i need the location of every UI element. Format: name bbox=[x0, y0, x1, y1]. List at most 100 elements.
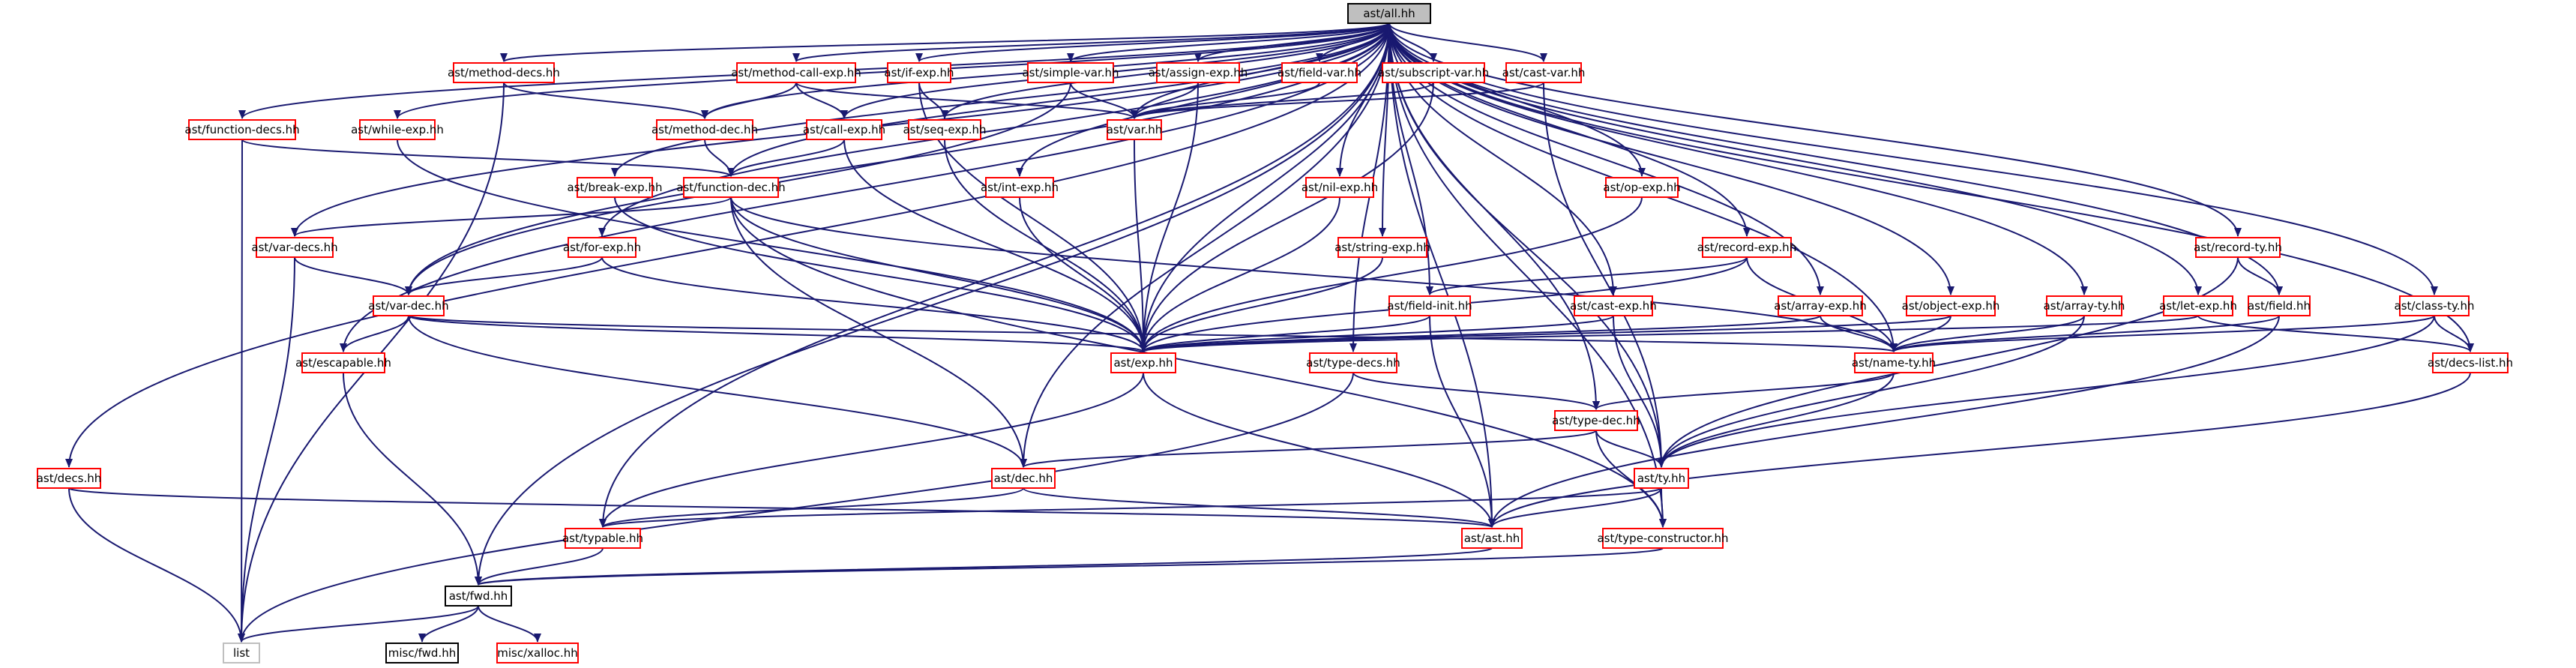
node-label: ast/field-var.hh bbox=[1278, 66, 1361, 79]
node-box bbox=[2195, 237, 2281, 258]
node-subscript-var[interactable]: ast/subscript-var.hh bbox=[1378, 62, 1489, 83]
node-label: ast/for-exp.hh bbox=[563, 241, 641, 254]
edge-all-to-ast bbox=[1388, 22, 1496, 528]
node-box bbox=[301, 352, 385, 373]
node-var-dec[interactable]: ast/var-dec.hh bbox=[368, 295, 449, 316]
node-decs[interactable]: ast/decs.hh bbox=[37, 468, 102, 489]
edge-method_decs-to-method_dec bbox=[503, 82, 708, 119]
edge-var_dec-to-exp bbox=[408, 315, 1147, 352]
node-box bbox=[1574, 295, 1653, 316]
node-box bbox=[2248, 295, 2311, 316]
node-class-ty[interactable]: ast/class-ty.hh bbox=[2395, 295, 2475, 316]
node-string-exp[interactable]: ast/string-exp.hh bbox=[1334, 237, 1430, 258]
node-record-exp[interactable]: ast/record-exp.hh bbox=[1697, 237, 1796, 258]
edge-while_exp-to-exp bbox=[397, 139, 1147, 352]
node-box bbox=[359, 119, 436, 140]
node-box bbox=[2432, 352, 2509, 373]
node-cast-exp[interactable]: ast/cast-exp.hh bbox=[1570, 295, 1657, 316]
node-label: ast/decs-list.hh bbox=[2428, 356, 2513, 370]
edge-string_exp-to-exp bbox=[1140, 256, 1383, 352]
node-if-exp[interactable]: ast/if-exp.hh bbox=[884, 62, 954, 83]
edge-fwd-to-misc_xalloc bbox=[478, 605, 541, 643]
node-ty[interactable]: ast/ty.hh bbox=[1634, 468, 1689, 489]
node-field-init[interactable]: ast/field-init.hh bbox=[1387, 295, 1472, 316]
edge-all-to-simple_var bbox=[1067, 22, 1390, 62]
node-var[interactable]: ast/var.hh bbox=[1107, 119, 1163, 140]
node-misc-xalloc[interactable]: misc/xalloc.hh bbox=[496, 643, 579, 664]
node-int-exp[interactable]: ast/int-exp.hh bbox=[981, 177, 1059, 198]
node-let-exp[interactable]: ast/let-exp.hh bbox=[2159, 295, 2237, 316]
edge-all-to-fwd bbox=[475, 22, 1390, 586]
node-record-ty[interactable]: ast/record-ty.hh bbox=[2194, 237, 2282, 258]
node-box bbox=[1309, 352, 1397, 373]
node-box bbox=[736, 62, 856, 83]
node-op-exp[interactable]: ast/op-exp.hh bbox=[1603, 177, 1681, 198]
node-box bbox=[1702, 237, 1792, 258]
node-box bbox=[1156, 62, 1240, 83]
node-box bbox=[1305, 177, 1374, 198]
edge-field_init-to-ast bbox=[1429, 315, 1496, 528]
node-object-exp[interactable]: ast/object-exp.hh bbox=[1902, 295, 2000, 316]
node-box bbox=[1602, 528, 1724, 549]
edge-record_ty-to-ty bbox=[1658, 256, 2239, 468]
node-function-dec[interactable]: ast/function-dec.hh bbox=[676, 177, 786, 198]
edge-all-to-ty bbox=[1388, 22, 1665, 468]
edge-all-to-function_dec bbox=[727, 22, 1390, 177]
edge-decs-to-list bbox=[68, 487, 245, 643]
node-while-exp[interactable]: ast/while-exp.hh bbox=[351, 119, 444, 140]
node-label: ast/type-dec.hh bbox=[1552, 414, 1640, 427]
node-decs-list[interactable]: ast/decs-list.hh bbox=[2428, 352, 2513, 373]
edge-let_exp-to-exp bbox=[1140, 315, 2199, 352]
nodes-layer: ast/all.hh ast/method-decs.hh ast/method-c… bbox=[37, 3, 2513, 664]
node-var-decs[interactable]: ast/var-decs.hh bbox=[251, 237, 338, 258]
node-fwd: ast/fwd.hh bbox=[445, 586, 512, 607]
node-label: ast/cast-var.hh bbox=[1502, 66, 1586, 79]
node-label: ast/exp.hh bbox=[1113, 356, 1173, 370]
node-call-exp[interactable]: ast/call-exp.hh bbox=[803, 119, 885, 140]
node-array-ty[interactable]: ast/array-ty.hh bbox=[2044, 295, 2125, 316]
node-simple-var[interactable]: ast/simple-var.hh bbox=[1022, 62, 1119, 83]
node-cast-var[interactable]: ast/cast-var.hh bbox=[1502, 62, 1586, 83]
edge-var_decs-to-var_dec bbox=[294, 256, 412, 295]
node-typable[interactable]: ast/typable.hh bbox=[562, 528, 643, 549]
node-type-dec[interactable]: ast/type-dec.hh bbox=[1552, 410, 1640, 431]
node-box bbox=[2163, 295, 2233, 316]
edge-all-to-dec bbox=[1020, 22, 1390, 468]
node-method-dec[interactable]: ast/method-dec.hh bbox=[651, 119, 758, 140]
node-assign-exp[interactable]: ast/assign-exp.hh bbox=[1149, 62, 1248, 83]
node-label: ast/typable.hh bbox=[562, 532, 643, 545]
edge-all-to-record_exp bbox=[1388, 22, 1751, 237]
edge-all-to-typable bbox=[599, 22, 1390, 528]
node-ast[interactable]: ast/ast.hh bbox=[1461, 528, 1523, 549]
node-misc-fwd: misc/fwd.hh bbox=[385, 643, 459, 664]
node-function-decs[interactable]: ast/function-decs.hh bbox=[184, 119, 300, 140]
node-label: ast/nil-exp.hh bbox=[1301, 181, 1378, 194]
node-dec[interactable]: ast/dec.hh bbox=[991, 468, 1056, 489]
node-all: ast/all.hh bbox=[1347, 3, 1431, 24]
edge-all-to-exp bbox=[1140, 22, 1390, 352]
edges-layer bbox=[65, 22, 2474, 643]
node-box bbox=[1778, 295, 1863, 316]
node-exp[interactable]: ast/exp.hh bbox=[1110, 352, 1176, 373]
node-seq-exp[interactable]: ast/seq-exp.hh bbox=[903, 119, 987, 140]
node-field[interactable]: ast/field.hh bbox=[2248, 295, 2311, 316]
node-method-decs[interactable]: ast/method-decs.hh bbox=[448, 62, 560, 83]
edge-record_exp-to-field_init bbox=[1426, 256, 1748, 295]
edge-all-to-method_decs bbox=[500, 22, 1390, 62]
node-type-decs[interactable]: ast/type-decs.hh bbox=[1306, 352, 1400, 373]
edge-function_dec-to-exp bbox=[730, 196, 1147, 352]
node-for-exp[interactable]: ast/for-exp.hh bbox=[563, 237, 641, 258]
node-nil-exp[interactable]: ast/nil-exp.hh bbox=[1301, 177, 1378, 198]
edge-all-to-cast_var bbox=[1388, 22, 1547, 62]
node-break-exp[interactable]: ast/break-exp.hh bbox=[568, 177, 663, 198]
node-label: ast/op-exp.hh bbox=[1603, 181, 1680, 194]
node-name-ty[interactable]: ast/name-ty.hh bbox=[1852, 352, 1936, 373]
edge-type_decs-to-type_dec bbox=[1352, 372, 1600, 410]
node-method-call-exp[interactable]: ast/method-call-exp.hh bbox=[731, 62, 861, 83]
node-escapable[interactable]: ast/escapable.hh bbox=[295, 352, 391, 373]
edge-field-to-ast bbox=[1488, 315, 2280, 528]
node-array-exp[interactable]: ast/array-exp.hh bbox=[1774, 295, 1867, 316]
node-type-constructor[interactable]: ast/type-constructor.hh bbox=[1597, 528, 1729, 549]
node-field-var[interactable]: ast/field-var.hh bbox=[1278, 62, 1361, 83]
edge-type_dec-to-dec bbox=[1020, 430, 1597, 468]
